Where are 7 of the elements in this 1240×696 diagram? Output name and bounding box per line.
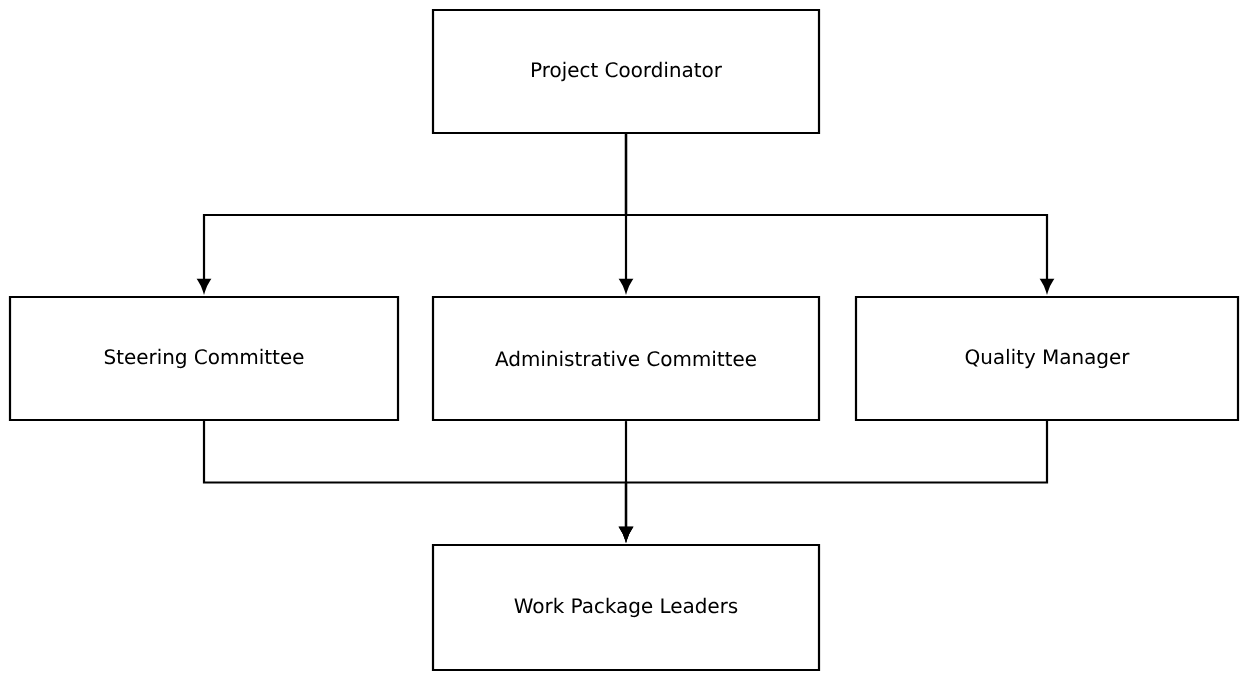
- org-box: Work Package Leaders: [431, 543, 821, 672]
- org-box: Project Coordinator: [431, 8, 821, 135]
- connector-arrow: [619, 421, 1049, 541]
- org-box: Administrative Committee: [431, 295, 821, 422]
- org-box: Steering Committee: [8, 295, 400, 422]
- org-box: Quality Manager: [854, 295, 1240, 422]
- connector-arrow: [624, 134, 1054, 293]
